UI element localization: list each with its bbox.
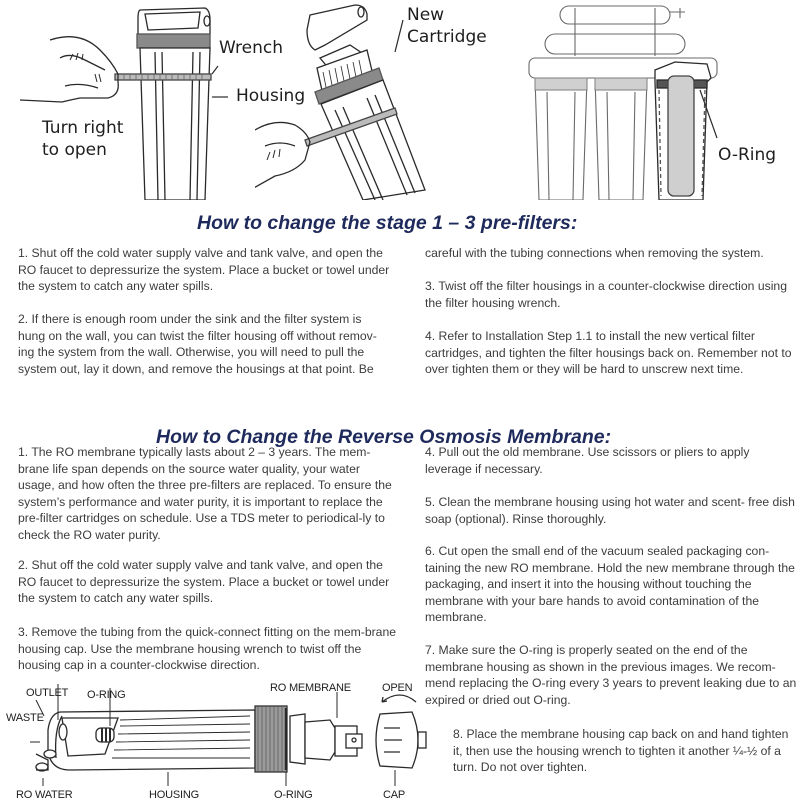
housing-diagram-label: HOUSING (149, 789, 199, 801)
waste-label: WASTE (6, 712, 44, 724)
oring-top-label: O-RING (87, 689, 126, 701)
section1-step-2: 2. If there is enough room under the sin… (18, 312, 377, 376)
cap-label: CAP (383, 789, 406, 801)
new-label: New (407, 5, 445, 25)
section2-step-3: 3. Remove the tubing from the quick-conn… (18, 625, 397, 673)
section2-step-7: 7. Make sure the O-ring is properly seat… (425, 643, 797, 707)
to-open-label: to open (42, 140, 107, 160)
section2-step-8: 8. Place the membrane housing cap back o… (453, 727, 789, 775)
oring-bottom-label: O-RING (274, 789, 313, 801)
outlet-label: OUTLET (26, 687, 69, 699)
housing-label: Housing (236, 86, 306, 106)
section1-step-3: 3. Twist off the filter housings in a co… (425, 279, 787, 310)
section2-step-4: 4. Pull out the old membrane. Use scisso… (425, 445, 750, 476)
ro-membrane-label: RO MEMBRANE (270, 682, 351, 694)
new-cartridge-illustration (255, 4, 426, 200)
turn-right-label: Turn right (42, 118, 124, 138)
section1-step-2-continued: careful with the tubing connections when… (425, 246, 764, 260)
section1-step-4: 4. Refer to Installation Step 1.1 to ins… (425, 329, 792, 377)
section1-step-1: 1. Shut off the cold water supply valve … (18, 246, 390, 294)
section2-step-1: 1. The RO membrane typically lasts about… (18, 445, 392, 542)
section2-step-2: 2. Shut off the cold water supply valve … (18, 558, 390, 606)
open-label: OPEN (382, 682, 413, 694)
cartridge-label: Cartridge (407, 27, 487, 47)
ro-water-label: RO WATER (16, 789, 73, 801)
oring-label: O-Ring (718, 145, 777, 165)
section2-step-5: 5. Clean the membrane housing using hot … (425, 495, 795, 526)
wrench-label: Wrench (219, 38, 284, 58)
section1-title: How to change the stage 1 – 3 pre-filter… (197, 212, 578, 234)
ro-system-oring-illustration (528, 5, 718, 200)
membrane-housing-diagram (30, 684, 427, 786)
filter-housing-wrench-illustration (19, 7, 228, 200)
section2-title: How to Change the Reverse Osmosis Membra… (156, 426, 612, 448)
section2-step-6: 6. Cut open the small end of the vacuum … (425, 544, 795, 625)
